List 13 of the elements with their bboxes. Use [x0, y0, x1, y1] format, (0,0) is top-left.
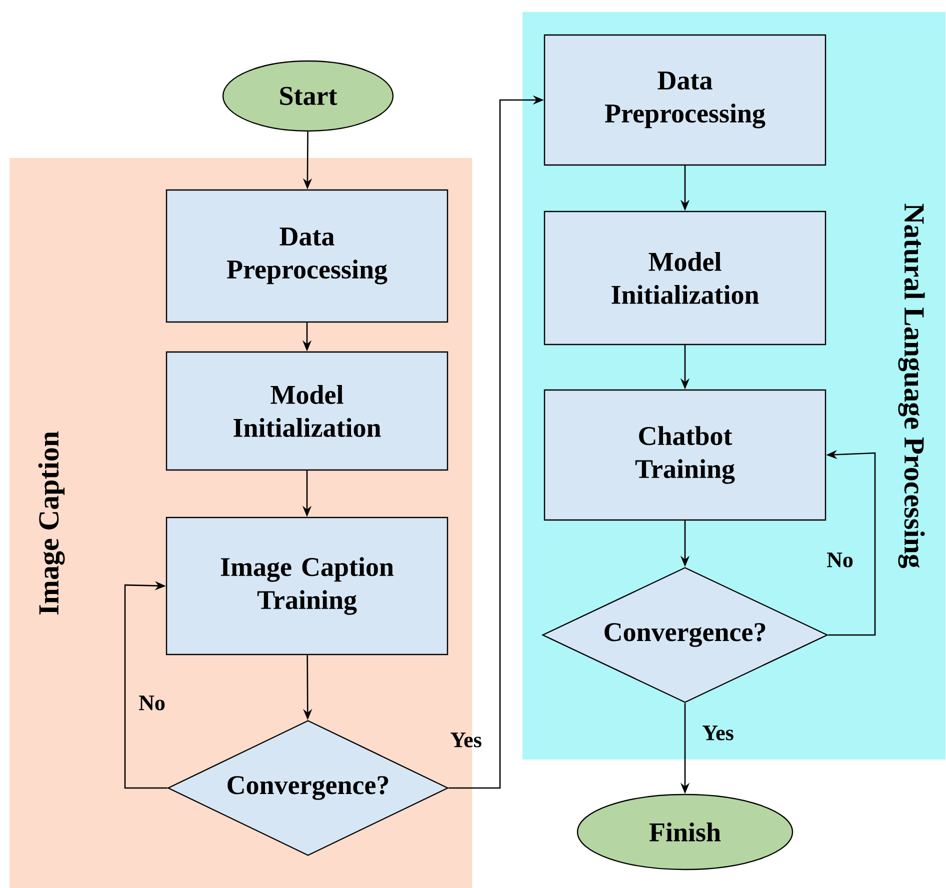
edge-label: No	[826, 552, 853, 568]
arrow	[124, 581, 168, 789]
band-title: Natural Language Processing	[898, 204, 925, 568]
edge-label: No	[138, 696, 165, 710]
process-box: Data Preprocessing	[166, 189, 448, 323]
edge-label: Yes	[702, 726, 734, 740]
process-box: Model Initialization	[544, 210, 826, 346]
process-box: Image Caption Training	[166, 516, 448, 656]
process-box: Chatbot Training	[544, 389, 826, 521]
edge-label: Yes	[450, 732, 482, 748]
process-box: Model Initialization	[166, 351, 448, 471]
process-box: Data Preprocessing	[544, 34, 826, 166]
band-title: Image Caption	[38, 431, 65, 614]
